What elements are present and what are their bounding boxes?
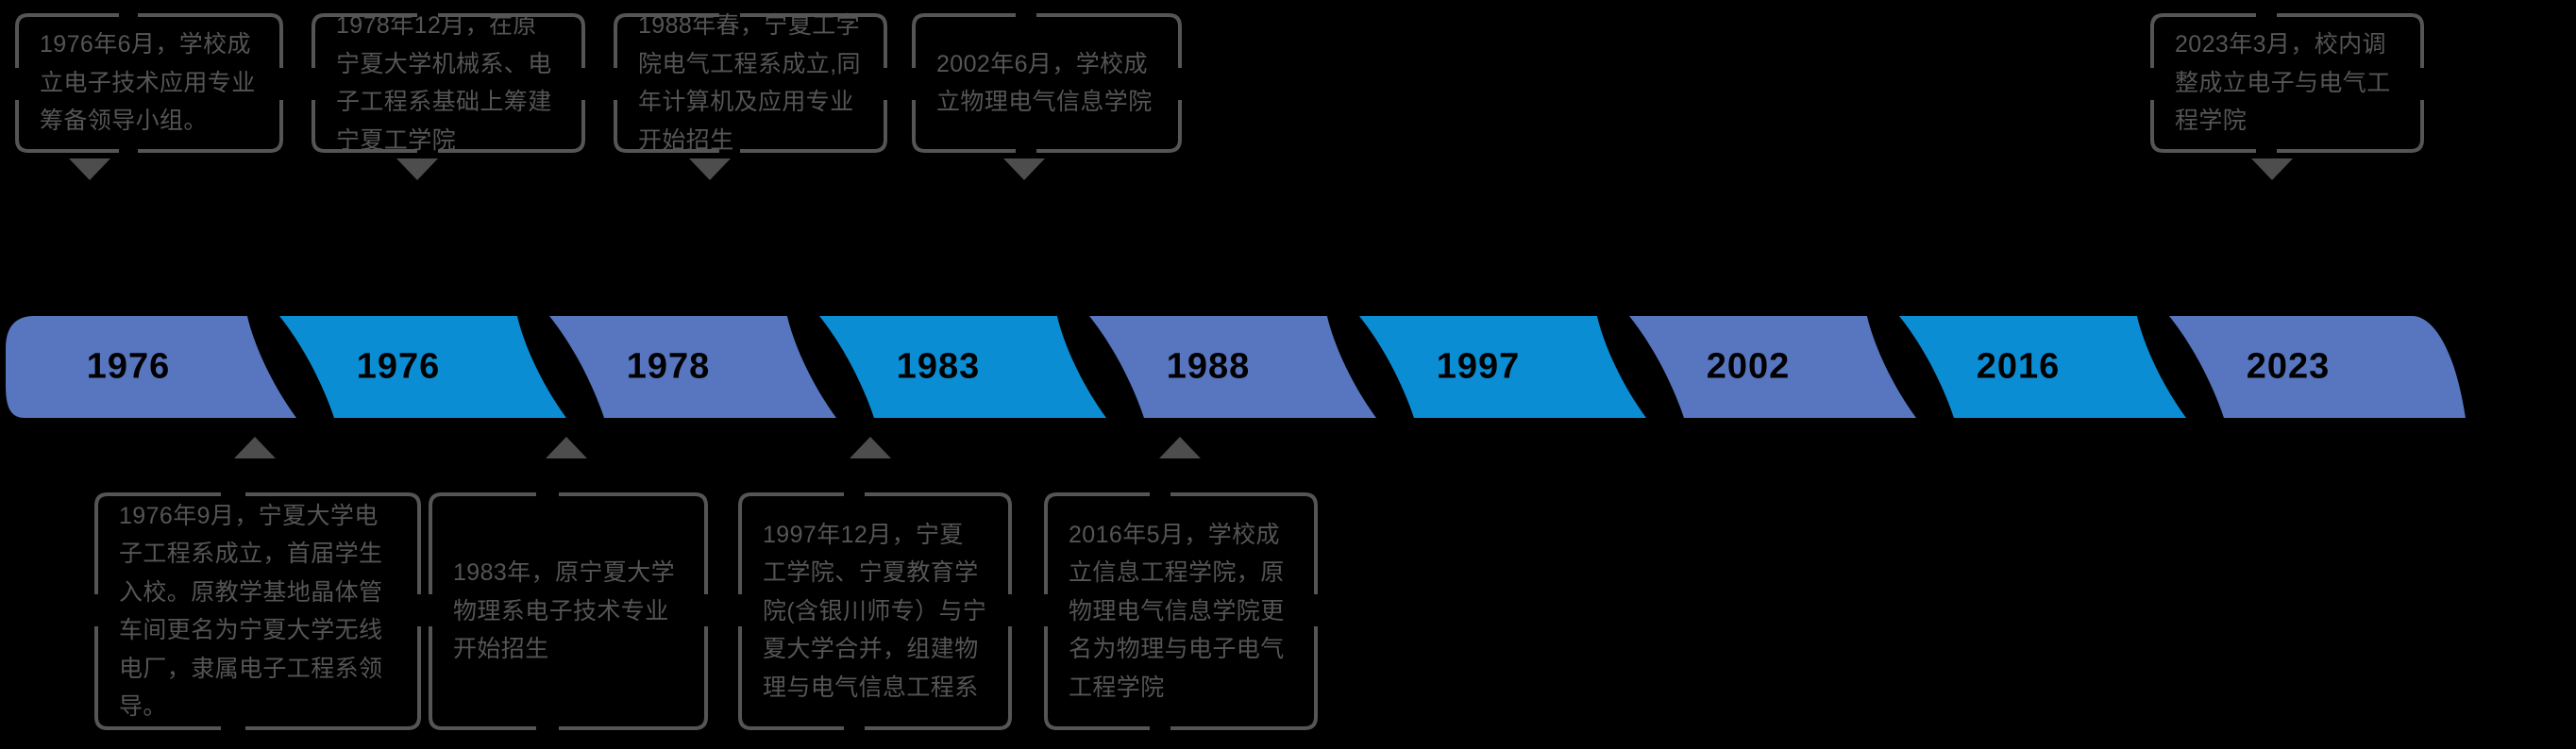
connector-triangle-down-1988: [689, 158, 731, 180]
note-text: 1978年12月，在原宁夏大学机械系、电子工程系基础上筹建宁夏工学院: [336, 12, 552, 154]
note-box-bottom-2016: 2016年5月，学校成立信息工程学院，原物理电气信息学院更名为物理与电子电气工程…: [1044, 492, 1318, 730]
connector-triangle-up-1997: [850, 437, 891, 458]
note-text: 1983年，原宁夏大学物理系电子技术专业开始招生: [453, 559, 676, 663]
timeline-segment-2[interactable]: [549, 316, 836, 418]
note-text: 2016年5月，学校成立信息工程学院，原物理电气信息学院更名为物理与电子电气工程…: [1069, 521, 1285, 701]
connector-triangle-down-1978: [396, 158, 438, 180]
connector-triangle-down-2023: [2251, 158, 2293, 180]
note-text: 1988年春，宁夏工学院电气工程系成立,同年计算机及应用专业开始招生: [638, 12, 861, 154]
connector-triangle-up-1976: [234, 437, 276, 458]
note-box-bottom-1997: 1997年12月，宁夏工学院、宁夏教育学院(含银川师专）与宁夏大学合并，组建物理…: [738, 492, 1012, 730]
timeline-segments: [6, 316, 2466, 418]
timeline-segment-4[interactable]: [1089, 316, 1376, 418]
note-text: 1976年6月，学校成立电子技术应用专业筹备领导小组。: [40, 31, 256, 135]
connector-triangle-up-2016: [1159, 437, 1201, 458]
connector-triangle-down-1976: [69, 158, 110, 180]
timeline-segment-7[interactable]: [1899, 316, 2186, 418]
timeline-segment-5[interactable]: [1359, 316, 1646, 418]
note-box-top-1976: 1976年6月，学校成立电子技术应用专业筹备领导小组。: [15, 13, 283, 153]
timeline-segment-1[interactable]: [279, 316, 566, 418]
timeline-band: [0, 316, 2576, 418]
timeline-segment-0[interactable]: [6, 316, 296, 418]
note-box-top-1978: 1978年12月，在原宁夏大学机械系、电子工程系基础上筹建宁夏工学院: [311, 12, 585, 154]
note-box-top-2002: 2002年6月，学校成立物理电气信息学院: [912, 13, 1182, 153]
note-text: 2002年6月，学校成立物理电气信息学院: [936, 50, 1153, 116]
note-box-top-1988: 1988年春，宁夏工学院电气工程系成立,同年计算机及应用专业开始招生: [614, 12, 887, 154]
timeline-last-segment-layer: [0, 316, 2576, 418]
timeline-segment-6[interactable]: [1629, 316, 1916, 418]
note-box-bottom-1983: 1983年，原宁夏大学物理系电子技术专业开始招生: [429, 492, 708, 730]
note-text: 2023年3月，校内调整成立电子与电气工程学院: [2175, 31, 2391, 135]
timeline-segment-8[interactable]: [2169, 316, 2466, 418]
note-box-top-2023: 2023年3月，校内调整成立电子与电气工程学院: [2150, 13, 2424, 153]
note-box-bottom-1976: 1976年9月，宁夏大学电子工程系成立，首届学生入校。原教学基地晶体管车间更名为…: [94, 492, 421, 730]
timeline-segment-3[interactable]: [819, 316, 1106, 418]
note-text: 1997年12月，宁夏工学院、宁夏教育学院(含银川师专）与宁夏大学合并，组建物理…: [763, 521, 987, 701]
note-text: 1976年9月，宁夏大学电子工程系成立，首届学生入校。原教学基地晶体管车间更名为…: [119, 502, 383, 721]
timeline-segment-8[interactable]: [2517, 316, 2576, 410]
connector-triangle-up-1983: [546, 437, 587, 458]
connector-triangle-down-2002: [1003, 158, 1045, 180]
